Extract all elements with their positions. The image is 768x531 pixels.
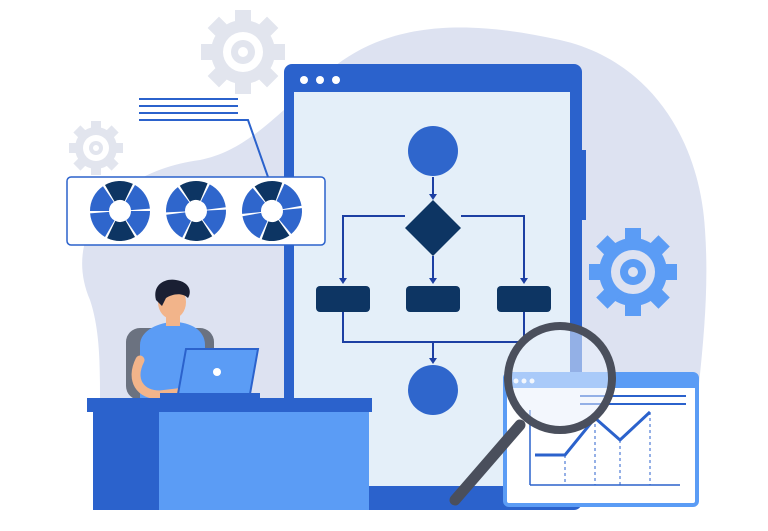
magnifier-icon — [449, 322, 616, 506]
pie-slice — [184, 220, 213, 242]
pie-slice — [105, 181, 133, 202]
pie-slice — [201, 184, 226, 210]
pie-slice — [242, 212, 268, 239]
pie-slice — [242, 188, 265, 214]
pie-slice — [90, 186, 114, 211]
flow-process-node — [497, 286, 551, 312]
text-lines — [139, 98, 269, 178]
pie-slice — [166, 212, 191, 238]
laptop-icon — [160, 348, 260, 398]
pie-slice — [202, 209, 226, 235]
desk — [87, 398, 372, 510]
gear-icon-blue — [589, 228, 677, 316]
gear-icon-small — [69, 121, 123, 175]
pie-chart-icon — [165, 181, 226, 242]
pie-chart-icon — [90, 181, 150, 242]
gear-icon-top — [201, 10, 285, 94]
flowchart — [316, 126, 551, 415]
pie-slice — [126, 211, 150, 236]
flow-start-node — [408, 126, 458, 176]
pie-slice — [254, 180, 283, 203]
pie-slice — [179, 181, 208, 202]
pie-slice — [107, 220, 135, 242]
pie-slice — [125, 185, 150, 211]
pie-slice — [279, 208, 302, 234]
pie-chart-panel — [66, 176, 326, 246]
pie-slice — [276, 183, 302, 210]
pie-chart-icon — [242, 180, 302, 242]
flow-end-node — [408, 365, 458, 415]
flow-process-node — [406, 286, 460, 312]
flow-process-node — [316, 286, 370, 312]
flow-decision-node — [405, 200, 461, 256]
pie-slice — [90, 211, 115, 237]
pie-slice — [165, 187, 190, 213]
pie-slice — [261, 219, 290, 242]
